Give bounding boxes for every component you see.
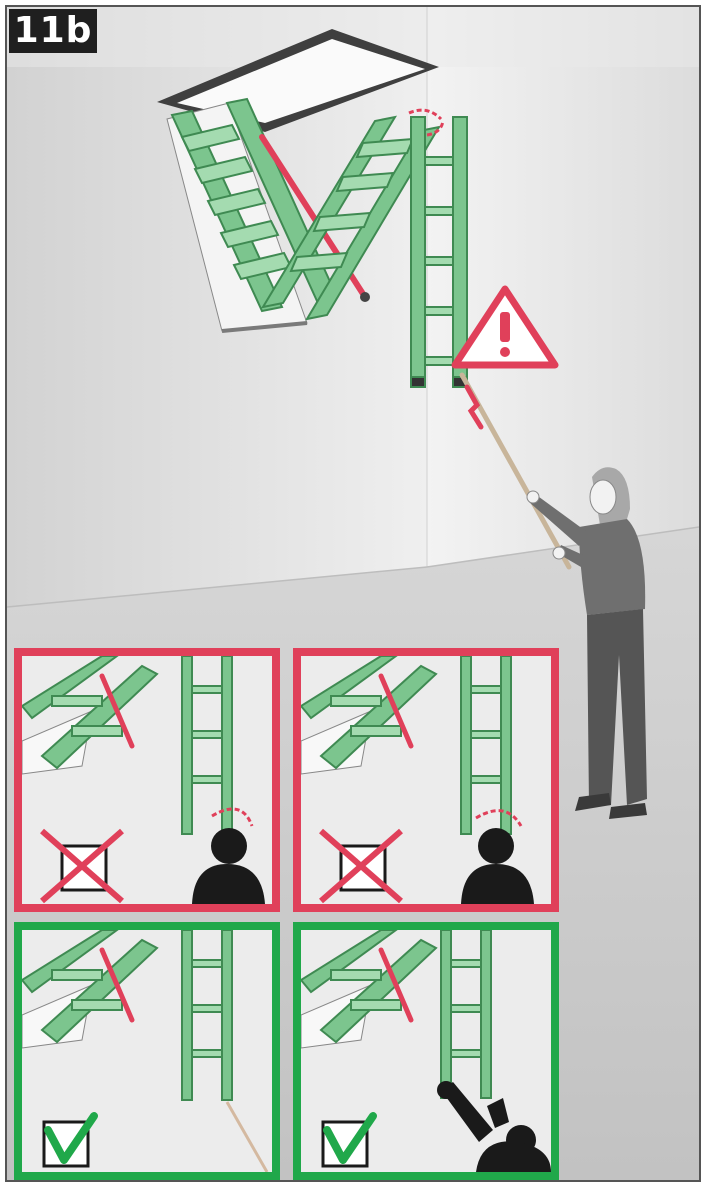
panel-correct-1-art <box>22 930 272 1172</box>
panel-wrong-2 <box>293 648 559 912</box>
panel-wrong-2-art <box>301 656 551 904</box>
step-label: 11b <box>9 9 97 53</box>
panel-wrong-1-art <box>22 656 272 904</box>
check-box-icon <box>323 1116 373 1166</box>
check-box-icon <box>44 1116 94 1166</box>
panel-correct-2 <box>293 922 559 1180</box>
illustration-frame: 11b <box>5 5 701 1182</box>
panel-correct-1 <box>14 922 280 1180</box>
panel-wrong-1 <box>14 648 280 912</box>
panel-correct-2-art <box>301 930 551 1172</box>
